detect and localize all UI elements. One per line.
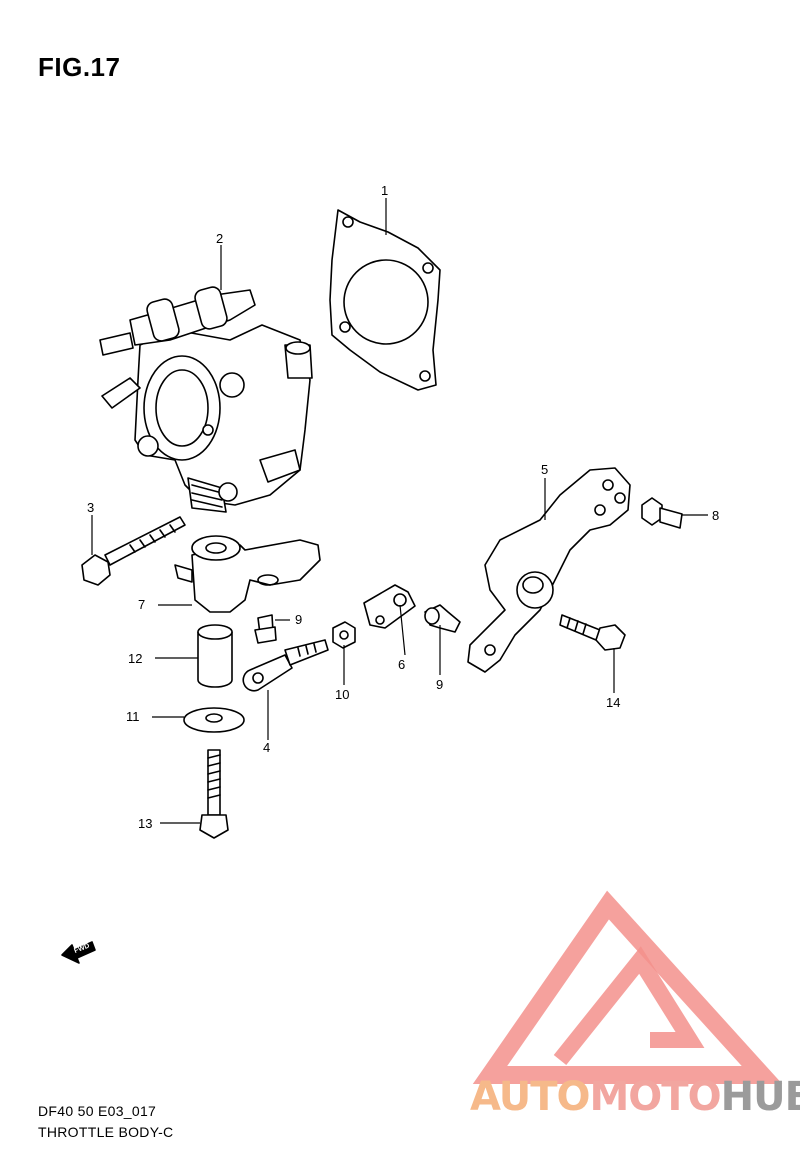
bolt-part	[199, 749, 229, 839]
part-label-14: 14	[606, 695, 620, 710]
watermark-part-auto: AUTO	[470, 1074, 590, 1120]
nut-part	[332, 621, 356, 649]
ball-joint-left-part	[254, 614, 277, 644]
figure-name: THROTTLE BODY-C	[38, 1124, 174, 1140]
part-label-13: 13	[138, 816, 152, 831]
gasket-part	[329, 209, 441, 391]
leader-lines	[91, 198, 708, 824]
connector-part	[363, 584, 416, 629]
part-label-4: 4	[263, 740, 270, 755]
lever-bolt-part	[559, 614, 626, 651]
part-label-5: 5	[541, 462, 548, 477]
rod-end-part	[242, 639, 329, 692]
part-label-10: 10	[335, 687, 349, 702]
bracket-part	[174, 535, 321, 613]
part-label-12: 12	[128, 651, 142, 666]
small-bolt-part	[641, 497, 683, 529]
spacer-collar-part	[197, 624, 233, 688]
part-label-8: 8	[712, 508, 719, 523]
part-label-1: 1	[381, 183, 388, 198]
throttle-body-part	[99, 286, 313, 513]
fwd-arrow-icon	[61, 941, 96, 964]
part-number-labels: 1 2 3 4 5 6 7 8 9 9 10 11 12 13 14 FWD	[73, 183, 719, 955]
part-label-3: 3	[87, 500, 94, 515]
figure-code: DF40 50 E03_017	[38, 1103, 157, 1119]
part-label-9-right: 9	[436, 677, 443, 692]
part-label-2: 2	[216, 231, 223, 246]
watermark-brand: AUTOMOTOHUB	[470, 1077, 800, 1117]
part-label-9-left: 9	[295, 612, 302, 627]
part-label-6: 6	[398, 657, 405, 672]
washer-part	[183, 707, 245, 733]
watermark-part-moto: MOTO	[589, 1074, 722, 1120]
part-label-11: 11	[126, 709, 140, 724]
throttle-lever-part	[467, 467, 631, 673]
watermark-part-hub: HUB	[720, 1074, 800, 1120]
watermark-logo-icon	[472, 890, 783, 1084]
part-label-7: 7	[138, 597, 145, 612]
ball-joint-right-part	[424, 604, 461, 633]
long-screw-part	[81, 516, 186, 586]
figure-title: FIG.17	[38, 52, 121, 82]
